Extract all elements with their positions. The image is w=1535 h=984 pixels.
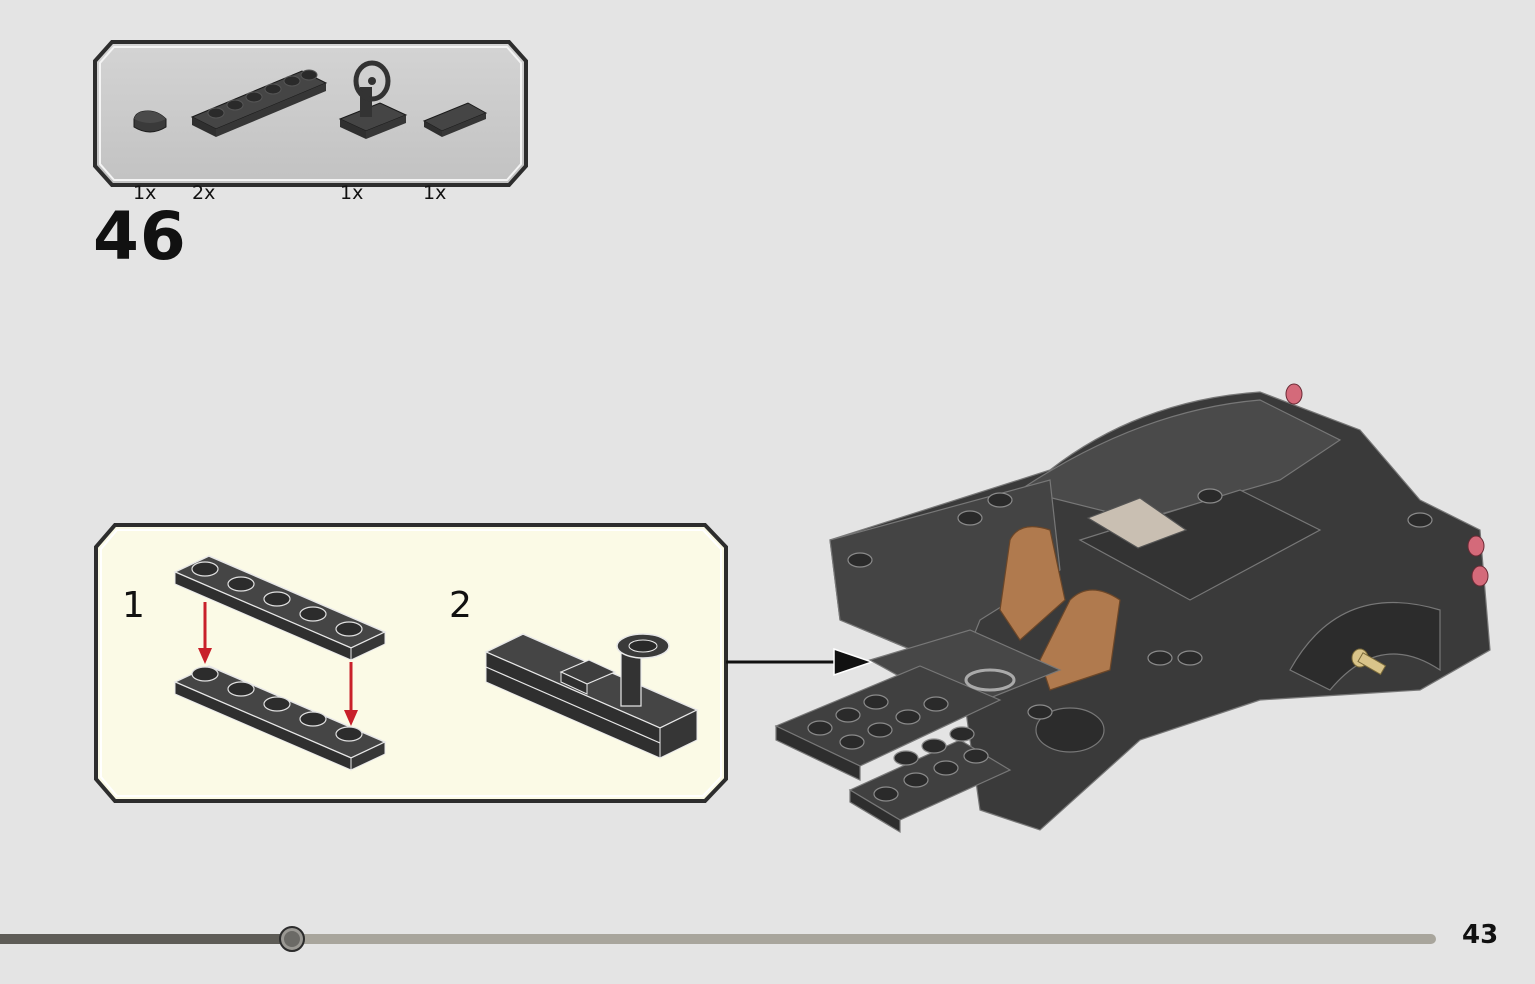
- step-number: 46: [93, 198, 187, 275]
- parts-callout-frame: [93, 40, 528, 187]
- sub-step-label-1: 1: [122, 585, 145, 626]
- steering-wheel-icon: [338, 60, 408, 139]
- sub-assembly-callout: 1 2: [93, 522, 729, 804]
- sub-assembly-frame: [94, 523, 728, 803]
- axle-pin-icon: [1351, 648, 1387, 676]
- tile-1x2-icon: [422, 102, 488, 137]
- part-count: 1x: [423, 182, 447, 204]
- part-count: 2x: [192, 182, 216, 204]
- plate-1x6-icon: [190, 69, 328, 137]
- sub-step-2-illustration: [484, 633, 699, 759]
- parts-callout: 1x 2x 1x 1x: [92, 39, 529, 204]
- progress-knob[interactable]: [279, 926, 305, 952]
- sub-step-1-illustration: [173, 555, 387, 771]
- placement-arrow-icon: [726, 647, 875, 677]
- sub-step-label-2: 2: [449, 585, 472, 626]
- part-count: 1x: [340, 182, 364, 204]
- down-arrow-icon: [198, 602, 358, 726]
- progress-bar-fill: [0, 934, 292, 944]
- car-model-illustration: [720, 370, 1510, 850]
- tile-round-icon: [133, 110, 167, 133]
- page-number: 43: [1462, 920, 1499, 950]
- part-count: 1x: [133, 182, 157, 204]
- progress-bar-track: [0, 934, 1436, 944]
